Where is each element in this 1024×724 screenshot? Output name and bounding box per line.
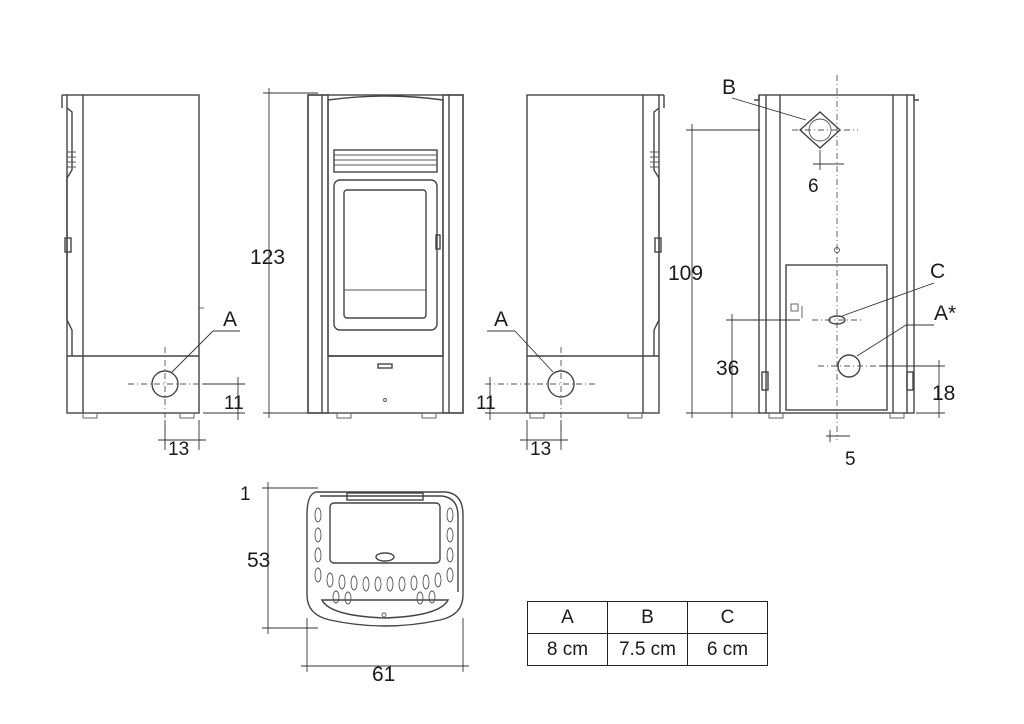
label-53: 53: [247, 549, 270, 572]
label-18: 18: [932, 382, 955, 405]
label-a-left: A: [223, 308, 237, 331]
label-a-star: A*: [934, 302, 956, 325]
legend-value-row: 8 cm 7.5 cm 6 cm: [527, 633, 768, 666]
right-vent: [650, 151, 659, 168]
label-13-right: 13: [530, 439, 551, 460]
label-6: 6: [808, 176, 819, 197]
legend-header-b: B: [607, 601, 688, 634]
right-side-view: A 11 13: [476, 94, 665, 460]
legend-value-b: 7.5 cm: [607, 633, 688, 666]
label-11-right: 11: [476, 393, 496, 414]
label-123: 123: [250, 246, 285, 269]
label-61: 61: [372, 663, 395, 686]
top-door: [329, 502, 441, 564]
label-a-right: A: [494, 308, 508, 331]
front-door-glass: [343, 189, 427, 319]
label-11-left: 11: [224, 393, 244, 414]
front-door: [333, 179, 438, 331]
legend-value-a: 8 cm: [527, 633, 608, 666]
top-perforations: [314, 507, 454, 605]
label-13-left: 13: [168, 439, 189, 460]
label-36: 36: [716, 357, 739, 380]
legend-table: A B C 8 cm 7.5 cm 6 cm: [527, 601, 768, 666]
front-view: 123: [250, 88, 464, 419]
left-side-view: A 11 13: [61, 94, 245, 460]
label-b: B: [722, 76, 736, 99]
label-c: C: [930, 260, 945, 283]
label-109: 109: [668, 262, 703, 285]
back-lower-panel: [785, 264, 888, 411]
front-panel: [327, 95, 444, 357]
front-grille: [333, 149, 438, 173]
label-5: 5: [845, 449, 856, 470]
legend-value-c: 6 cm: [687, 633, 768, 666]
front-body: [307, 94, 464, 414]
label-1: 1: [240, 484, 251, 505]
legend-header-c: C: [687, 601, 768, 634]
back-view: B 6 109 C 36 A* 18 5: [668, 75, 956, 470]
left-vent: [67, 151, 76, 168]
outlet-a-left: [151, 370, 179, 398]
back-body: [758, 94, 915, 414]
top-outline: [306, 491, 464, 627]
outlet-b: [798, 111, 842, 149]
outlet-a-right: [547, 370, 575, 398]
legend-header-a: A: [527, 601, 608, 634]
top-view: 1 53: [240, 482, 469, 686]
legend-header-row: A B C: [527, 601, 768, 634]
